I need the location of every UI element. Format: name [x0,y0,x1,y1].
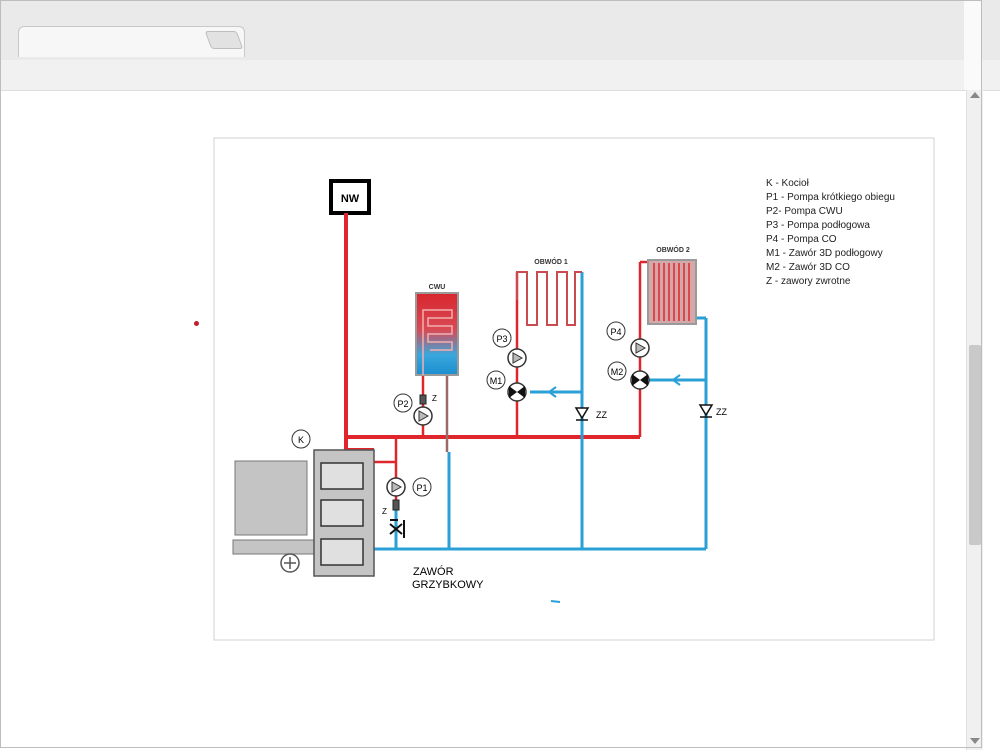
z-label-bottom: Z [382,507,387,516]
p2-label: P2 [397,399,408,409]
p3-label: P3 [496,334,507,344]
legend-item: M1 - Zawór 3D podłogowy [766,248,883,259]
legend-item: Z - zawory zwrotne [766,276,851,287]
check-valve-p1-icon [392,499,400,511]
legend-item: P4 - Pompa CO [766,234,837,245]
mushroom-valve-icon [389,519,405,538]
k-label: K [298,435,304,445]
obwod2-radiator [647,259,697,325]
obwod1-label: OBWÓD 1 [534,257,568,266]
check-valve-p2-icon [419,394,427,405]
obwod2-label: OBWÓD 2 [656,245,690,254]
browser-chrome [0,0,1000,91]
m1-label: M1 [490,376,503,386]
legend-item: P3 - Pompa podłogowa [766,220,870,231]
legend-item: K - Kocioł [766,178,810,189]
cwu-coil [422,309,453,375]
z-label-top: Z [432,394,437,403]
k-badge [291,429,311,449]
scroll-thumb[interactable] [969,345,981,545]
legend: K - Kocioł P1 - Pompa krótkiego obiegu P… [766,178,895,287]
boiler-side-unit [234,460,308,536]
scroll-up-arrow-icon[interactable] [970,92,980,98]
boiler-feeder [232,539,316,555]
zz-label-1: ZZ [596,410,607,420]
p1-label: P1 [416,483,427,493]
scroll-down-arrow-icon[interactable] [970,738,980,744]
legend-item: P2- Pompa CWU [766,206,843,217]
zz-valve-2-icon [698,404,714,418]
m2-label: M2 [611,367,624,377]
legend-item: P1 - Pompa krótkiego obiegu [766,192,895,203]
legend-item: M2 - Zawór 3D CO [766,262,850,273]
nw-label: NW [341,193,360,205]
address-bar[interactable] [0,60,1000,91]
radiator-fins [653,263,690,321]
expansion-vessel-box [329,179,371,215]
cwu-label: CWU [429,284,446,291]
window-controls[interactable] [964,0,982,90]
flow-arrows [547,374,681,398]
stray-dot [194,321,199,326]
zz-label-2: ZZ [716,407,727,417]
zz-valve-1-icon [574,407,590,421]
zawor-label-line1: ZAWÓR [413,565,454,578]
zawor-label-line2: GRZYBKOWY [412,579,484,591]
vertical-scrollbar[interactable] [966,90,983,750]
p4-label: P4 [610,327,621,337]
tab-bar [0,0,1000,60]
obwod1-coil [516,271,582,326]
